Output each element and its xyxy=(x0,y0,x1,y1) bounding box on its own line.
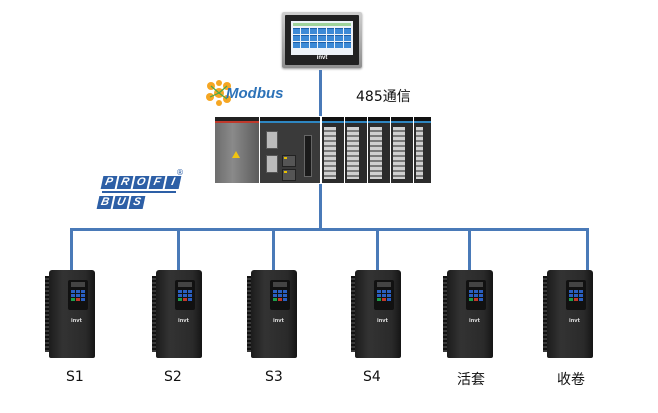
profibus-bus-line xyxy=(102,191,176,193)
drive-brand-logo: invt xyxy=(273,318,284,324)
drop-wire-s4 xyxy=(376,228,379,270)
profibus-letter: P xyxy=(100,176,118,189)
io-module xyxy=(322,117,344,183)
serial-port-icon xyxy=(266,131,278,149)
plc-rack xyxy=(215,115,431,183)
io-module xyxy=(368,117,390,183)
profibus-letter: O xyxy=(132,176,150,189)
warning-icon xyxy=(232,151,240,158)
modbus-icon xyxy=(206,80,231,106)
profibus-letter: F xyxy=(148,176,166,189)
hmi-bezel: invt xyxy=(285,15,359,65)
plc-power-module xyxy=(215,117,259,183)
io-module xyxy=(345,117,367,183)
cpu-connector xyxy=(304,135,312,177)
drive-label-s1: S1 xyxy=(66,369,84,385)
profibus-letter: S xyxy=(128,196,146,209)
comm-label: 485通信 xyxy=(356,89,411,105)
hmi-brand-logo: invt xyxy=(316,55,328,61)
drive-s3: invt xyxy=(247,268,301,360)
ethernet-port-icon xyxy=(282,169,296,181)
serial-port-icon xyxy=(266,155,278,173)
drive-keypad xyxy=(374,280,394,310)
modbus-logo-text: Modbus xyxy=(226,84,284,102)
profibus-letter: I xyxy=(164,176,182,189)
drive-s2: invt xyxy=(152,268,206,360)
hmi-screen xyxy=(291,21,353,55)
io-module xyxy=(391,117,413,183)
drive-label-s3: S3 xyxy=(265,369,283,385)
profibus-bus-wire xyxy=(70,228,589,231)
drive-s1: invt xyxy=(45,268,99,360)
profibus-letter: B xyxy=(96,196,114,209)
registered-mark: ® xyxy=(176,168,184,177)
drop-wire-s2 xyxy=(177,228,180,270)
drive-brand-logo: invt xyxy=(377,318,388,324)
io-module xyxy=(414,117,431,183)
drive-brand-logo: invt xyxy=(569,318,580,324)
modbus-logo: Modbus xyxy=(206,78,284,108)
hmi-panel: invt xyxy=(282,12,362,68)
drop-wire-winder xyxy=(586,228,589,270)
hmi-screen-cells xyxy=(293,28,351,48)
drive-brand-logo: invt xyxy=(469,318,480,324)
drop-wire-s3 xyxy=(272,228,275,270)
drive-loop: invt xyxy=(443,268,497,360)
drive-keypad xyxy=(270,280,290,310)
drive-s4: invt xyxy=(351,268,405,360)
drive-keypad xyxy=(566,280,586,310)
profibus-letter: U xyxy=(112,196,130,209)
drive-keypad xyxy=(175,280,195,310)
rs485-wire xyxy=(319,70,322,116)
drive-label-s4: S4 xyxy=(363,369,381,385)
drive-label-winder: 收卷 xyxy=(557,372,585,388)
profibus-trunk-wire xyxy=(319,184,322,229)
hmi-status-bar xyxy=(293,23,351,26)
drive-label-loop: 活套 xyxy=(457,372,485,388)
plc-cpu-module xyxy=(260,117,320,183)
drive-label-s2: S2 xyxy=(164,369,182,385)
drop-wire-loop xyxy=(468,228,471,270)
profibus-logo: P R O F I B U S ® xyxy=(96,168,184,214)
drive-winder: invt xyxy=(543,268,597,360)
drive-keypad xyxy=(466,280,486,310)
drop-wire-s1 xyxy=(70,228,73,270)
drive-brand-logo: invt xyxy=(178,318,189,324)
drive-keypad xyxy=(68,280,88,310)
profibus-letter: R xyxy=(116,176,134,189)
drive-brand-logo: invt xyxy=(71,318,82,324)
ethernet-port-icon xyxy=(282,155,296,167)
